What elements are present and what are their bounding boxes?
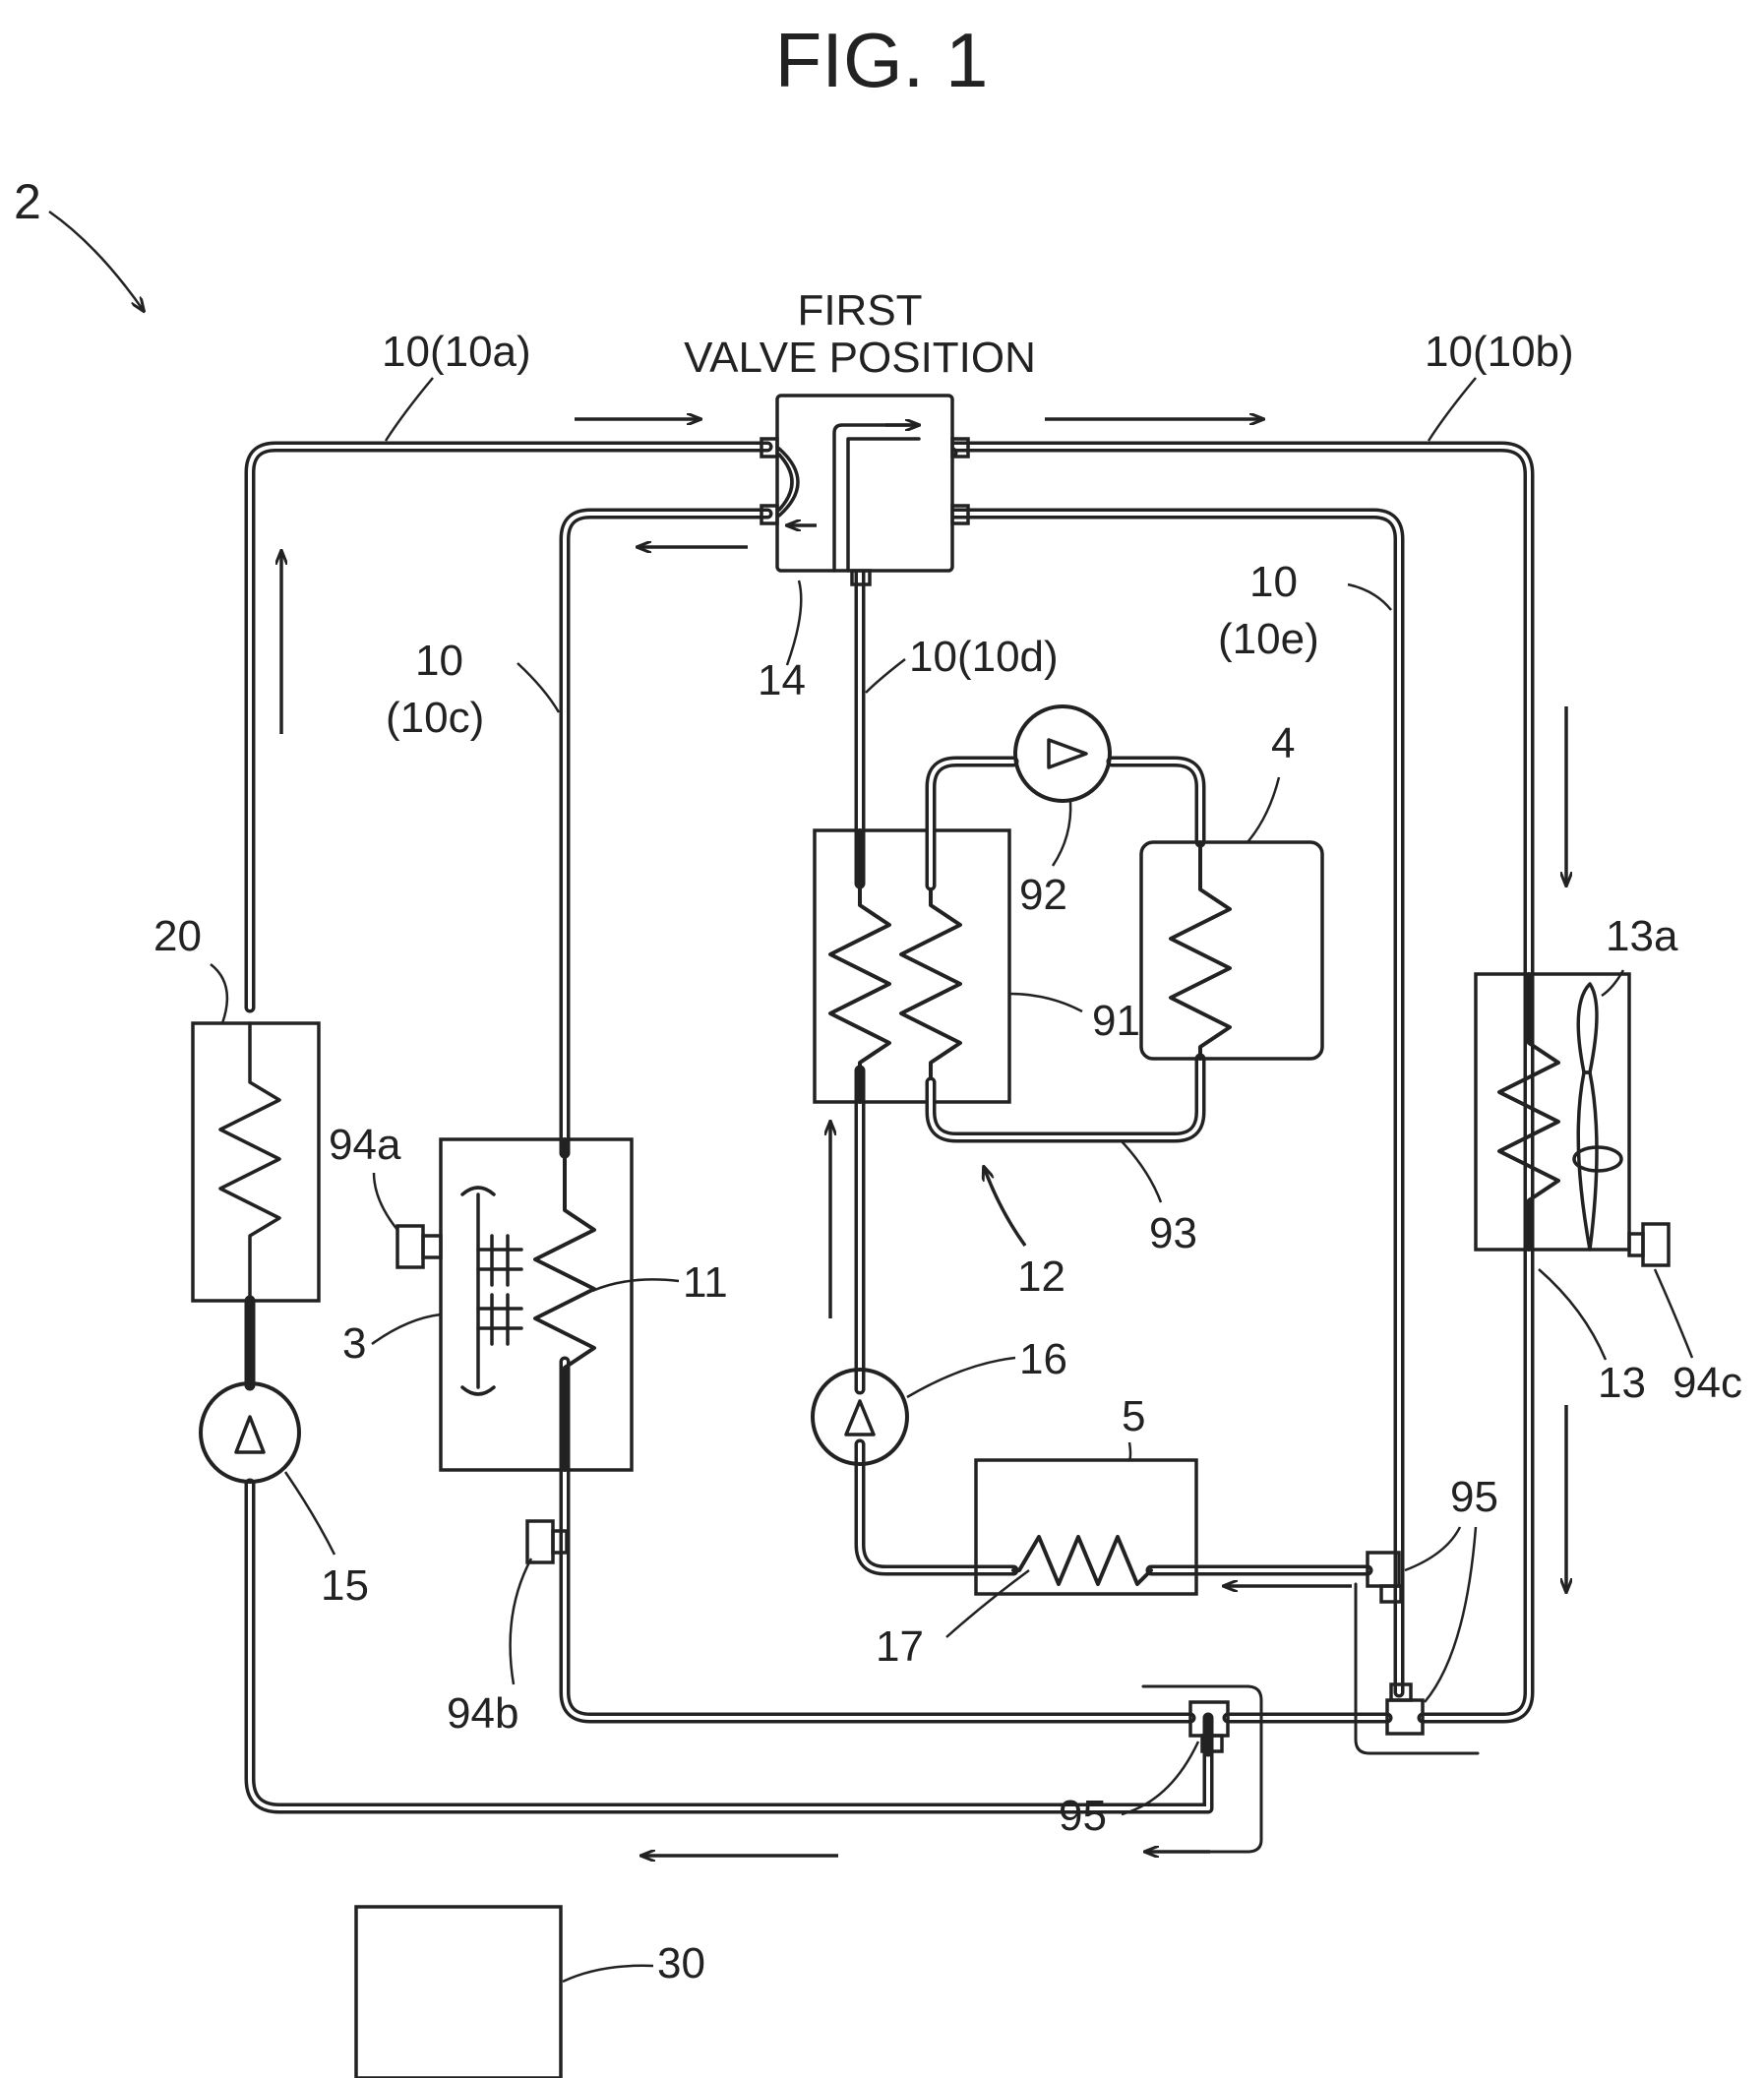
junction-95-right-label: 95	[1450, 1473, 1498, 1521]
figure-title: FIG. 1	[775, 17, 989, 103]
system-leader-arrow	[49, 212, 144, 311]
heater-20	[193, 1023, 319, 1301]
pipe-10c	[565, 514, 767, 1153]
pump-15-label: 15	[321, 1561, 369, 1610]
pump-15	[201, 1301, 299, 1482]
heat-exchanger-91	[815, 830, 1009, 1102]
pipe-10e-label-bottom: (10e)	[1218, 615, 1319, 663]
battery-exchanger-11	[535, 1139, 594, 1470]
pipe-10e	[952, 514, 1399, 1692]
junction-95-lower	[1387, 1684, 1423, 1734]
pipe-left-bottom	[250, 1484, 1208, 1808]
junction-95-bottom-label: 95	[1059, 1792, 1107, 1840]
exchanger-91-label: 91	[1092, 997, 1140, 1045]
loop-93-label: 93	[1149, 1209, 1197, 1257]
valve-position-label-line2: VALVE POSITION	[684, 334, 1036, 382]
pipe-10a	[250, 447, 767, 1008]
controller-label: 30	[657, 1939, 705, 1987]
exchanger-11-label: 11	[683, 1258, 728, 1307]
heater-label: 20	[153, 912, 202, 960]
pipe-10d-label: 10(10d)	[909, 633, 1059, 681]
element-17-label: 17	[876, 1622, 924, 1671]
sensor-94a-label: 94a	[329, 1121, 401, 1169]
battery-label: 3	[342, 1319, 366, 1368]
valve-position-label-line1: FIRST	[797, 286, 922, 335]
radiator-label: 13	[1598, 1359, 1646, 1407]
valve-14	[761, 396, 968, 584]
radiator-13	[1476, 974, 1629, 1250]
unit-4	[1141, 842, 1322, 1059]
sensor-94a	[397, 1226, 441, 1267]
sensor-94c-label: 94c	[1673, 1359, 1742, 1407]
pipe-10c-label-top: 10	[415, 637, 463, 685]
pump-92	[1015, 706, 1110, 801]
pipe-10a-label: 10(10a)	[382, 328, 531, 376]
fan-label: 13a	[1606, 912, 1678, 960]
loop-93	[931, 762, 1200, 1137]
sensor-94c	[1629, 1224, 1669, 1265]
unit-5-label: 5	[1122, 1392, 1145, 1440]
system-label: 2	[14, 174, 41, 229]
unit-4-label: 4	[1271, 719, 1295, 767]
pipe-10e-label-top: 10	[1249, 558, 1298, 606]
valve-label: 14	[758, 656, 806, 704]
controller-30	[356, 1907, 561, 2078]
heat-exchanger-unit-label: 12	[1017, 1253, 1065, 1301]
pipe-pump16-to-17	[860, 1444, 1013, 1570]
pump-16-label: 16	[1019, 1335, 1067, 1383]
pipe-10b-label: 10(10b)	[1425, 328, 1574, 376]
pump-92-label: 92	[1019, 871, 1067, 919]
sensor-94b-label: 94b	[447, 1689, 518, 1738]
battery-3	[441, 1139, 632, 1470]
fan-13a	[1574, 984, 1621, 1250]
pipe-10c-label-bottom: (10c)	[386, 694, 484, 742]
